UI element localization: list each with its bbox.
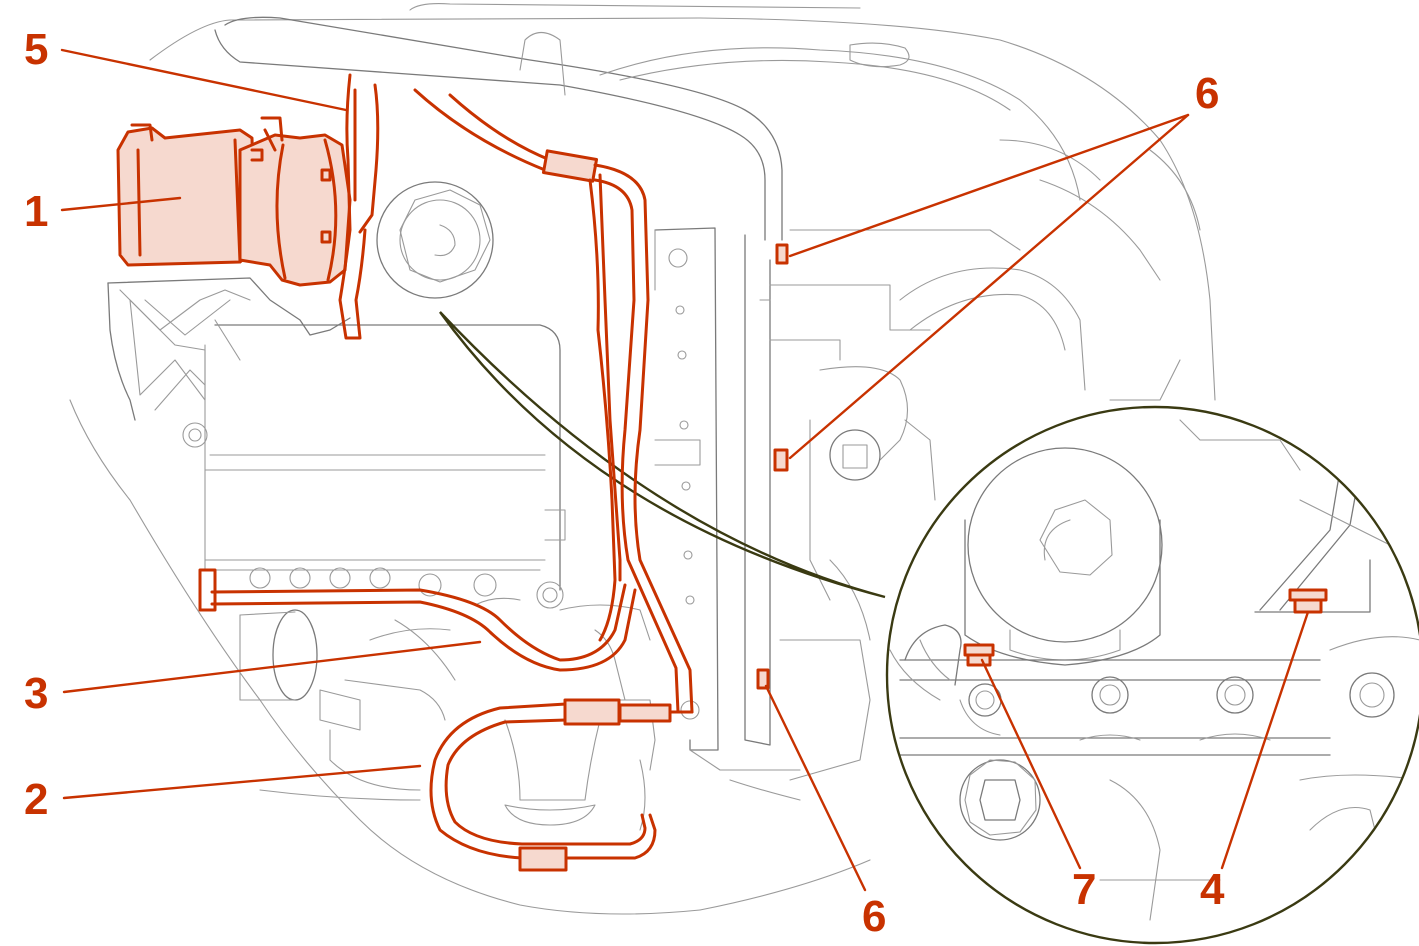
leader-1 [60,196,182,212]
long-pipe [588,163,694,714]
vertical-hose [338,73,380,340]
lower-hose [198,568,637,672]
u-pipe [429,698,694,872]
callout-1: 1 [24,187,49,236]
detail-view [885,405,1419,945]
callout-7: 7 [1072,865,1097,914]
plug-6-upper [775,243,789,265]
leader-7 [980,658,1082,870]
callout-4: 4 [1200,865,1225,914]
upper-hose [413,88,599,183]
leader-5 [60,48,348,112]
callout-2: 2 [24,775,49,824]
leader-6b [788,113,1190,460]
leader-4 [1220,610,1310,870]
leader-2 [62,764,422,800]
callout-3: 3 [24,669,49,718]
callout-5: 5 [24,25,49,74]
callout-6-bottom: 6 [862,892,887,941]
plug-6-middle [773,448,789,472]
leader-6a [788,113,1190,258]
leader-lines [60,48,1310,892]
plug-4 [1288,588,1328,614]
leader-3 [62,640,482,694]
plug-6-lower [756,668,770,690]
plug-7 [963,643,995,667]
detail-view-tail [439,311,886,599]
leader-6c [764,684,867,892]
housing-line-art [69,3,1216,915]
callout-6-top: 6 [1195,69,1220,118]
